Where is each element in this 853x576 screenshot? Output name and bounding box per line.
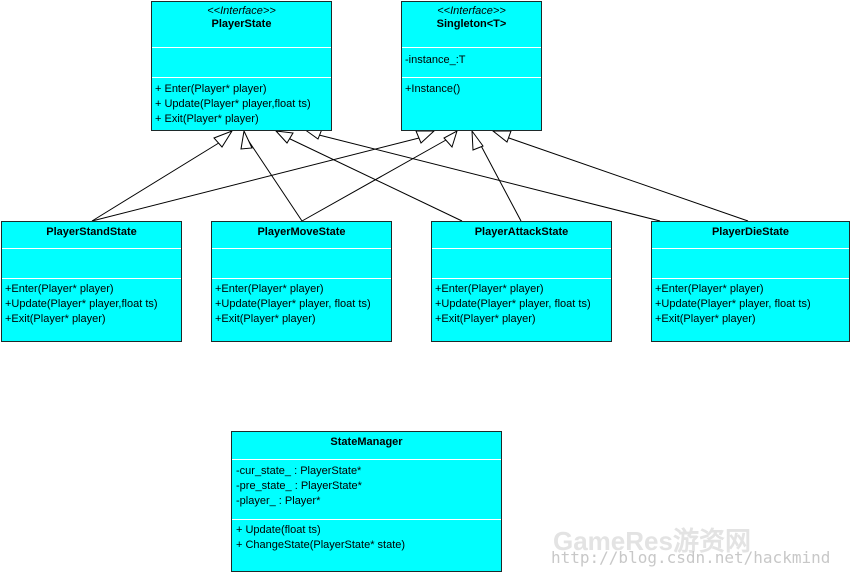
arrowhead	[274, 130, 294, 144]
attributes-compartment	[212, 248, 391, 278]
operation: +Instance()	[405, 83, 461, 95]
watermark-url: http://blog.csdn.net/hackmind	[551, 548, 831, 567]
class-player-move-state: PlayerMoveState +Enter(Player* player) +…	[211, 221, 392, 342]
stereotype-label: <<Interface>>	[437, 5, 506, 17]
operation: +Update(Player* player,float ts)	[5, 298, 158, 310]
class-player-stand-state: PlayerStandState +Enter(Player* player) …	[1, 221, 182, 342]
attribute: -cur_state_ : PlayerState*	[236, 465, 362, 477]
arrowhead	[471, 129, 484, 151]
attributes-compartment	[652, 248, 849, 278]
operation: +Enter(Player* player)	[5, 283, 114, 295]
arrowhead	[415, 130, 436, 144]
attributes-compartment	[152, 47, 331, 77]
operation: + Update(Player* player,float ts)	[155, 98, 311, 110]
operation: +Update(Player* player, float ts)	[655, 298, 811, 310]
class-player-state: <<Interface>> PlayerState + Enter(Player…	[151, 1, 332, 131]
operation: + Enter(Player* player)	[155, 83, 267, 95]
attributes-compartment: -instance_:T	[402, 47, 541, 77]
class-name: PlayerAttackState	[474, 226, 569, 238]
operation: + Update(float ts)	[236, 524, 321, 536]
stereotype-label: <<Interface>>	[207, 5, 276, 17]
attributes-compartment	[432, 248, 611, 278]
attributes-compartment: -cur_state_ : PlayerState* -pre_state_ :…	[232, 459, 501, 519]
operations-compartment: +Enter(Player* player) +Update(Player* p…	[2, 278, 181, 327]
edge-die-to-playerstate	[314, 133, 661, 222]
class-state-manager: StateManager -cur_state_ : PlayerState* …	[231, 431, 502, 572]
operation: +Update(Player* player, float ts)	[435, 298, 591, 310]
edge-stand-to-playerstate	[91, 140, 223, 222]
operation: +Enter(Player* player)	[655, 283, 764, 295]
edge-move-to-playerstate	[247, 139, 303, 222]
attribute: -instance_:T	[405, 54, 466, 66]
operation: +Enter(Player* player)	[435, 283, 544, 295]
arrowhead	[491, 130, 512, 143]
attributes-compartment	[2, 248, 181, 278]
operation: +Update(Player* player, float ts)	[215, 298, 371, 310]
operations-compartment: +Instance()	[402, 77, 541, 97]
operation: +Exit(Player* player)	[435, 313, 536, 325]
class-name: Singleton<T>	[436, 18, 507, 30]
operation: +Exit(Player* player)	[215, 313, 316, 325]
attribute: -pre_state_ : PlayerState*	[236, 480, 362, 492]
edge-stand-to-singleton	[91, 136, 424, 222]
operations-compartment: + Update(float ts) + ChangeState(PlayerS…	[232, 519, 501, 553]
class-name: PlayerMoveState	[257, 226, 346, 238]
operation: +Enter(Player* player)	[215, 283, 324, 295]
operation: +Exit(Player* player)	[655, 313, 756, 325]
class-player-attack-state: PlayerAttackState +Enter(Player* player)…	[431, 221, 612, 342]
class-name: PlayerState	[211, 18, 272, 30]
arrowhead	[213, 129, 234, 148]
operation: + ChangeState(PlayerState* state)	[236, 539, 406, 551]
class-name: PlayerStandState	[46, 226, 137, 238]
operation: + Exit(Player* player)	[155, 113, 259, 125]
class-singleton: <<Interface>> Singleton<T> -instance_:T …	[401, 1, 542, 131]
class-name: StateManager	[330, 436, 403, 448]
operations-compartment: +Enter(Player* player) +Update(Player* p…	[212, 278, 391, 327]
edge-die-to-singleton	[505, 136, 749, 222]
edge-attack-to-playerstate	[285, 136, 463, 222]
arrowhead	[443, 129, 458, 148]
operations-compartment: + Enter(Player* player) + Update(Player*…	[152, 77, 331, 127]
arrowhead	[240, 129, 253, 150]
class-name: PlayerDieState	[711, 226, 790, 238]
operations-compartment: +Enter(Player* player) +Update(Player* p…	[432, 278, 611, 327]
operations-compartment: +Enter(Player* player) +Update(Player* p…	[652, 278, 849, 327]
attribute: -player_ : Player*	[236, 495, 321, 507]
class-player-die-state: PlayerDieState +Enter(Player* player) +U…	[651, 221, 850, 342]
watermark-logo: GameRes游资网	[553, 526, 751, 556]
edge-move-to-singleton	[301, 139, 447, 222]
operation: +Exit(Player* player)	[5, 313, 106, 325]
